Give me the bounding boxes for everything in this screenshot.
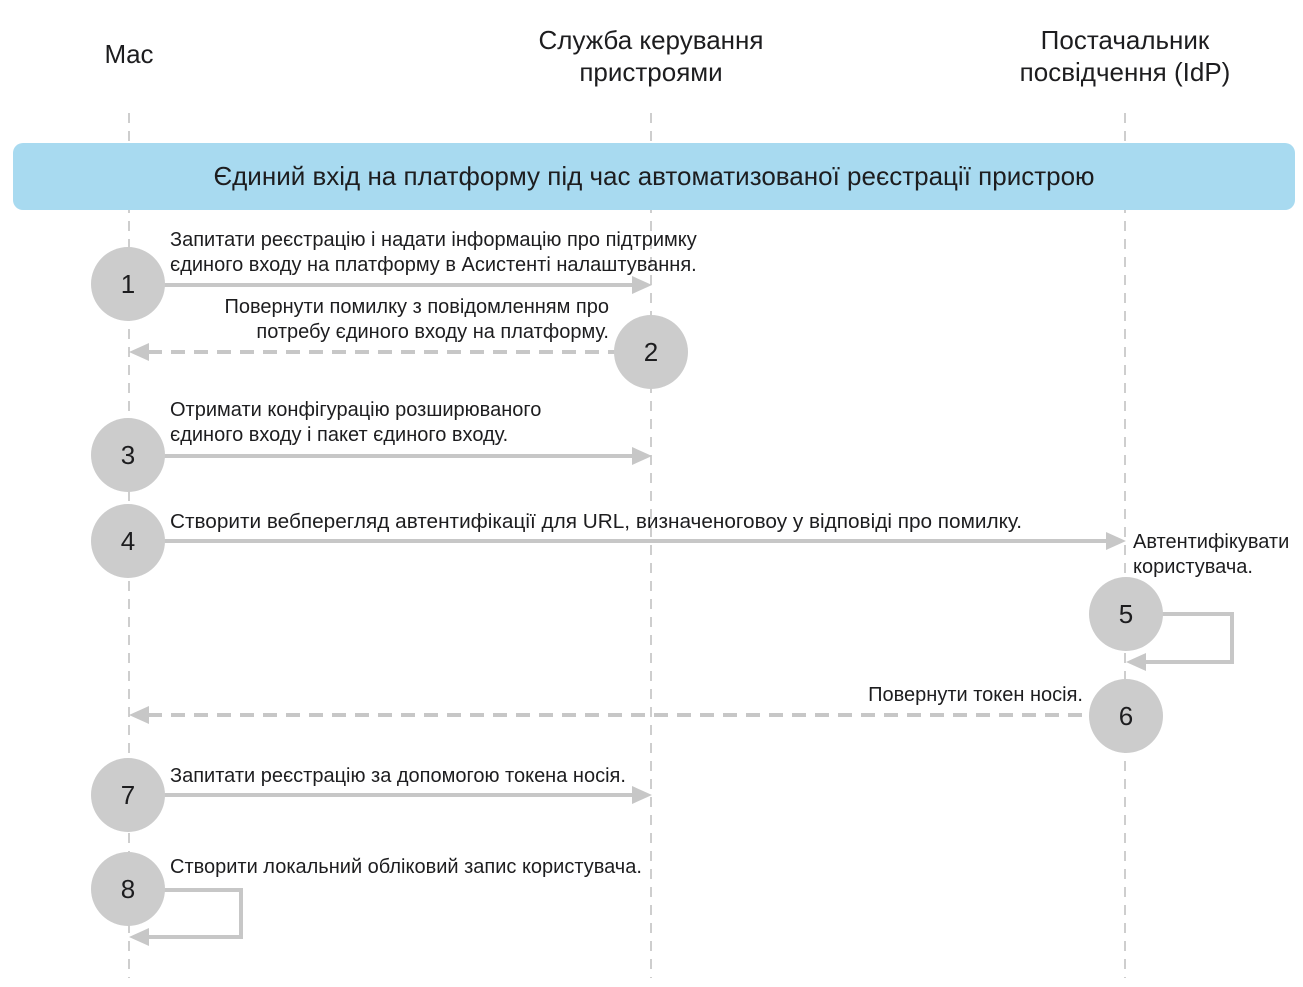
- step-1-number: 1: [121, 269, 135, 299]
- step-4-circle: [91, 504, 165, 578]
- step-8-number: 8: [121, 874, 135, 904]
- banner-title: Єдиний вхід на платформу під час автомат…: [213, 161, 1094, 191]
- arrowhead-step-8: [129, 928, 149, 946]
- arrowhead-step-3: [632, 447, 652, 465]
- step-8-label: Створити локальний обліковий запис корис…: [170, 856, 642, 878]
- step-7-number: 7: [121, 780, 135, 810]
- step-3-circle: [91, 418, 165, 492]
- actor-idp-line2: посвідчення (IdP): [1020, 57, 1231, 87]
- actor-mdm-line1: Служба керування: [539, 25, 764, 55]
- step-7-label: Запитати реєстрацію за допомогою токена …: [170, 765, 626, 787]
- step-6-circle: [1089, 679, 1163, 753]
- step-3-number: 3: [121, 440, 135, 470]
- step-2-label-line2: потребу єдиного входу на платформу.: [256, 321, 609, 343]
- step-3-label-line1: Отримати конфігурацію розширюваного: [170, 399, 541, 421]
- step-2-number: 2: [644, 337, 658, 367]
- arrowhead-step-7: [632, 786, 652, 804]
- step-5-label-line1: Автентифікувати: [1133, 531, 1289, 553]
- actor-mac: Mac: [104, 39, 153, 69]
- arrowhead-step-2: [129, 343, 149, 361]
- step-1-label-line2: єдиного входу на платформу в Асистенті н…: [170, 254, 697, 276]
- step-5-label-line2: користувача.: [1133, 556, 1253, 578]
- step-5-number: 5: [1119, 599, 1133, 629]
- step-7-circle: [91, 758, 165, 832]
- step-2-circle: [614, 315, 688, 389]
- step-1-circle: [91, 247, 165, 321]
- arrowhead-step-6: [129, 706, 149, 724]
- step-2-label-line1: Повернути помилку з повідомленням про: [224, 296, 609, 318]
- step-5-circle: [1089, 577, 1163, 651]
- step-8-circle: [91, 852, 165, 926]
- arrowhead-step-5: [1126, 653, 1146, 671]
- loop-step-8: [148, 888, 243, 939]
- actor-mdm-line2: пристроями: [579, 57, 722, 87]
- step-6-number: 6: [1119, 701, 1133, 731]
- step-4-number: 4: [121, 526, 135, 556]
- loop-step-5: [1145, 612, 1234, 664]
- actor-idp-line1: Постачальник: [1041, 25, 1210, 55]
- step-6-label: Повернути токен носія.: [868, 684, 1083, 706]
- step-3-label-line2: єдиного входу і пакет єдиного входу.: [170, 424, 508, 446]
- arrowhead-step-4: [1106, 532, 1126, 550]
- arrowhead-step-1: [632, 276, 652, 294]
- step-4-label: Створити вебперегляд автентифікації для …: [170, 511, 1022, 533]
- step-1-label-line1: Запитати реєстрацію і надати інформацію …: [170, 229, 697, 251]
- banner: [13, 143, 1295, 210]
